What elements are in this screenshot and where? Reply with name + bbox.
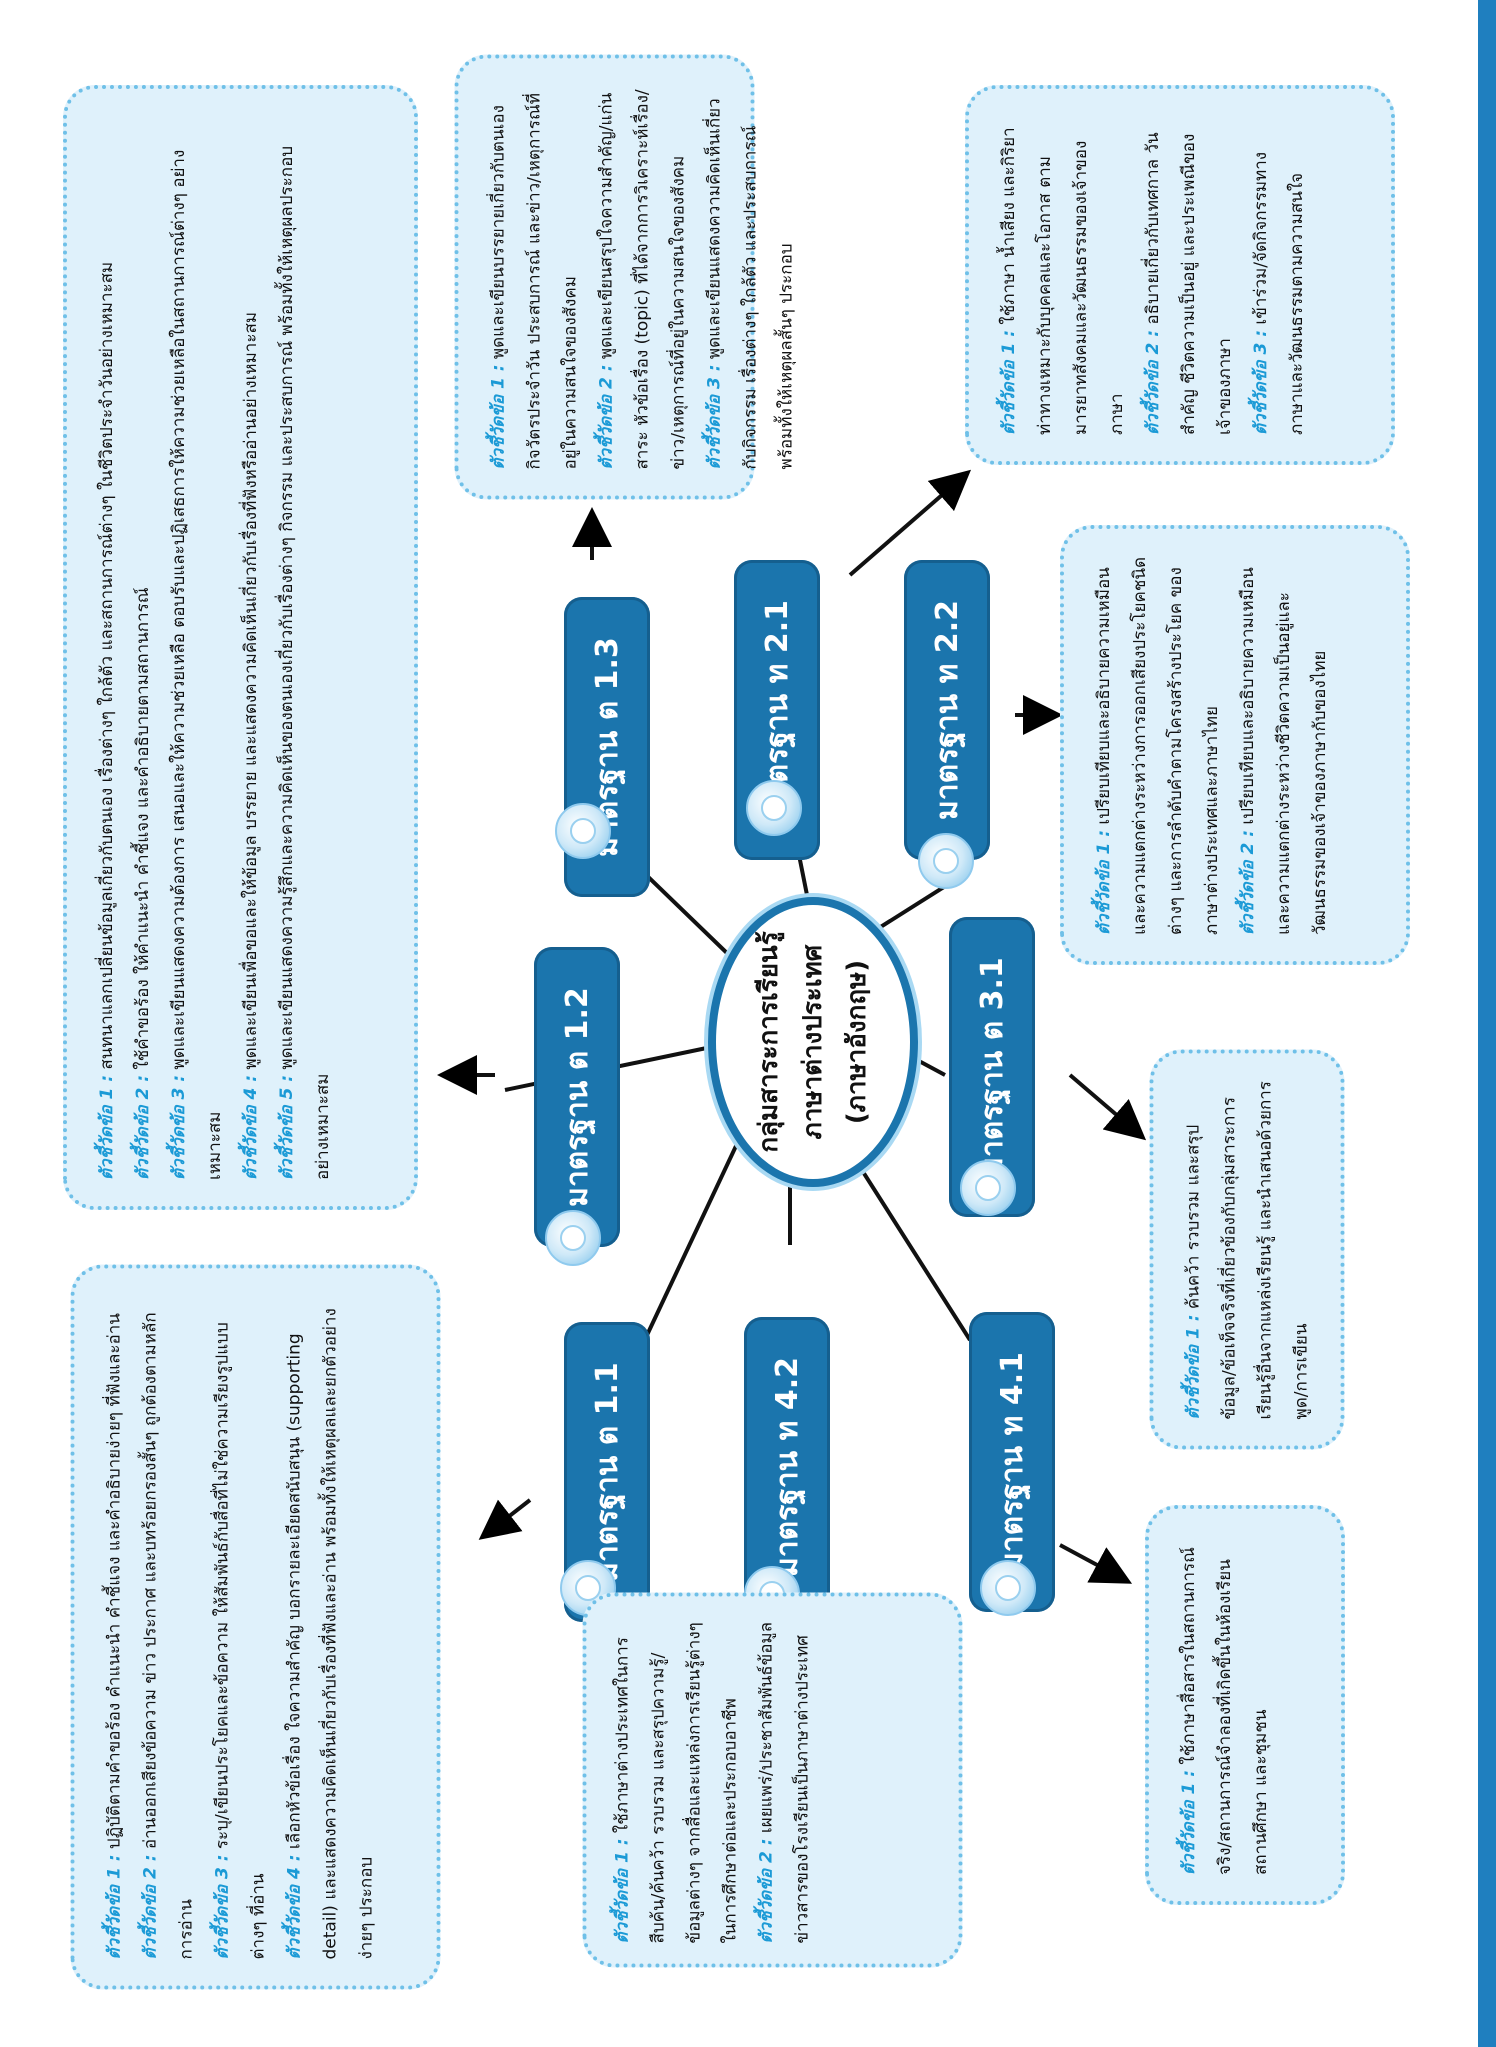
indicator-item: ตัวชี้วัดข้อ 3 : พูดและเขียนแสดงความต้อง… <box>169 149 225 1180</box>
indicator-item: ตัวชี้วัดข้อ 1 : พูดและเขียนบรรยายเกี่ยว… <box>488 93 581 470</box>
indicator-item: ตัวชี้วัดข้อ 1 : เปรียบเทียบและอธิบายควา… <box>1094 556 1222 935</box>
indicator-item: ตัวชี้วัดข้อ 5 : พูดและเขียนแสดงความรู้ส… <box>277 145 333 1180</box>
standard-pill-t12: มาตรฐาน ต 1.2 <box>534 947 620 1247</box>
central-topic-line1: กลุ่มสาระการเรียนรู้ <box>754 931 784 1153</box>
arrow-t11 <box>478 1498 532 1540</box>
cartoon-mascot-icon <box>545 1210 601 1266</box>
standard-label: มาตรฐาน ท 2.2 <box>929 600 965 820</box>
page-edge-bar <box>1478 0 1496 2047</box>
indicator-item: ตัวชี้วัดข้อ 3 : เข้าร่วม/จัดกิจกรรมทางภ… <box>1251 151 1307 435</box>
standard-label: มาตรฐาน ต 1.1 <box>589 1362 625 1582</box>
cartoon-mascot-icon <box>960 1160 1016 1216</box>
standard-pill-t22: มาตรฐาน ท 2.2 <box>904 560 990 860</box>
central-topic-line3: (ภาษาอังกฤษ) <box>842 959 872 1125</box>
indicator-item: ตัวชี้วัดข้อ 4 : เลือกหัวข้อเรื่อง ใจควา… <box>284 1308 377 1960</box>
indicator-item: ตัวชี้วัดข้อ 1 : ปฏิบัติตามคำขอร้อง คำแน… <box>104 1313 125 1960</box>
standard-label: มาตรฐาน ท 4.1 <box>994 1352 1030 1572</box>
central-topic-line2: ภาษาต่างประเทศ <box>798 944 828 1140</box>
cartoon-mascot-icon <box>746 780 802 836</box>
indicator-box-t13: ตัวชี้วัดข้อ 1 : พูดและเขียนบรรยายเกี่ยว… <box>454 54 797 500</box>
indicator-item: ตัวชี้วัดข้อ 1 : ใช้ภาษาสื่อสารในสถานการ… <box>1179 1547 1271 1875</box>
arrow-t31 <box>1068 1073 1147 1141</box>
cartoon-mascot-icon <box>555 803 611 859</box>
indicator-item: ตัวชี้วัดข้อ 2 : อ่านออกเสียงข้อความ ข่า… <box>140 1312 197 1960</box>
arrow-t21 <box>848 469 972 577</box>
indicator-item: ตัวชี้วัดข้อ 3 : พูดและเขียนแสดงความคิดเ… <box>704 98 797 470</box>
cartoon-mascot-icon <box>918 833 974 889</box>
indicator-item: ตัวชี้วัดข้อ 1 : ค้นคว้า รวบรวม และสรุปข… <box>1183 1081 1312 1420</box>
indicator-item: ตัวชี้วัดข้อ 1 : สนทนาแลกเปลี่ยนข้อมูลเก… <box>97 261 117 1180</box>
indicator-item: ตัวชี้วัดข้อ 2 : อธิบายเกี่ยวกับเทศกาล ว… <box>1143 132 1235 435</box>
indicator-box-t31: ตัวชี้วัดข้อ 1 : ค้นคว้า รวบรวม และสรุปข… <box>1149 1049 1345 1450</box>
standard-label: มาตรฐาน ท 4.2 <box>769 1357 805 1577</box>
indicator-item: ตัวชี้วัดข้อ 2 : ใช้คำขอร้อง ให้คำแนะนำ … <box>133 587 153 1180</box>
indicator-box-t41: ตัวชี้วัดข้อ 1 : ใช้ภาษาสื่อสารในสถานการ… <box>1145 1505 1345 1905</box>
central-topic: กลุ่มสาระการเรียนรู้ ภาษาต่างประเทศ (ภาษ… <box>708 897 918 1187</box>
indicator-item: ตัวชี้วัดข้อ 2 : เผยแพร่/ประชาสัมพันธ์ข้… <box>756 1621 813 1944</box>
indicator-item: ตัวชี้วัดข้อ 1 : ใช้ภาษา น้ำเสียง และกิร… <box>999 127 1127 435</box>
cartoon-mascot-icon <box>980 1560 1036 1616</box>
indicator-item: ตัวชี้วัดข้อ 1 : ใช้ภาษาต่างประเทศในการส… <box>612 1622 741 1944</box>
indicator-item: ตัวชี้วัดข้อ 3 : ระบุ/เขียนประโยคและข้อค… <box>212 1322 269 1960</box>
arrow-t41 <box>1059 1543 1133 1584</box>
indicator-box-t12: ตัวชี้วัดข้อ 1 : สนทนาแลกเปลี่ยนข้อมูลเก… <box>63 85 418 1210</box>
indicator-item: ตัวชี้วัดข้อ 4 : พูดและเขียนเพื่อขอและให… <box>241 311 261 1180</box>
indicator-item: ตัวชี้วัดข้อ 2 : พูดและเขียนสรุปใจความสำ… <box>596 89 689 470</box>
indicator-box-t11: ตัวชี้วัดข้อ 1 : ปฏิบัติตามคำขอร้อง คำแน… <box>70 1264 441 1990</box>
indicator-box-t21: ตัวชี้วัดข้อ 1 : ใช้ภาษา น้ำเสียง และกิร… <box>965 85 1395 465</box>
standard-label: มาตรฐาน ต 3.1 <box>974 957 1010 1177</box>
indicator-item: ตัวชี้วัดข้อ 2 : เปรียบเทียบและอธิบายควา… <box>1238 567 1330 935</box>
indicator-box-t42: ตัวชี้วัดข้อ 1 : ใช้ภาษาต่างประเทศในการส… <box>582 1592 963 1968</box>
standard-label: มาตรฐาน ต 1.2 <box>559 987 595 1207</box>
indicator-box-t22: ตัวชี้วัดข้อ 1 : เปรียบเทียบและอธิบายควา… <box>1060 525 1410 965</box>
